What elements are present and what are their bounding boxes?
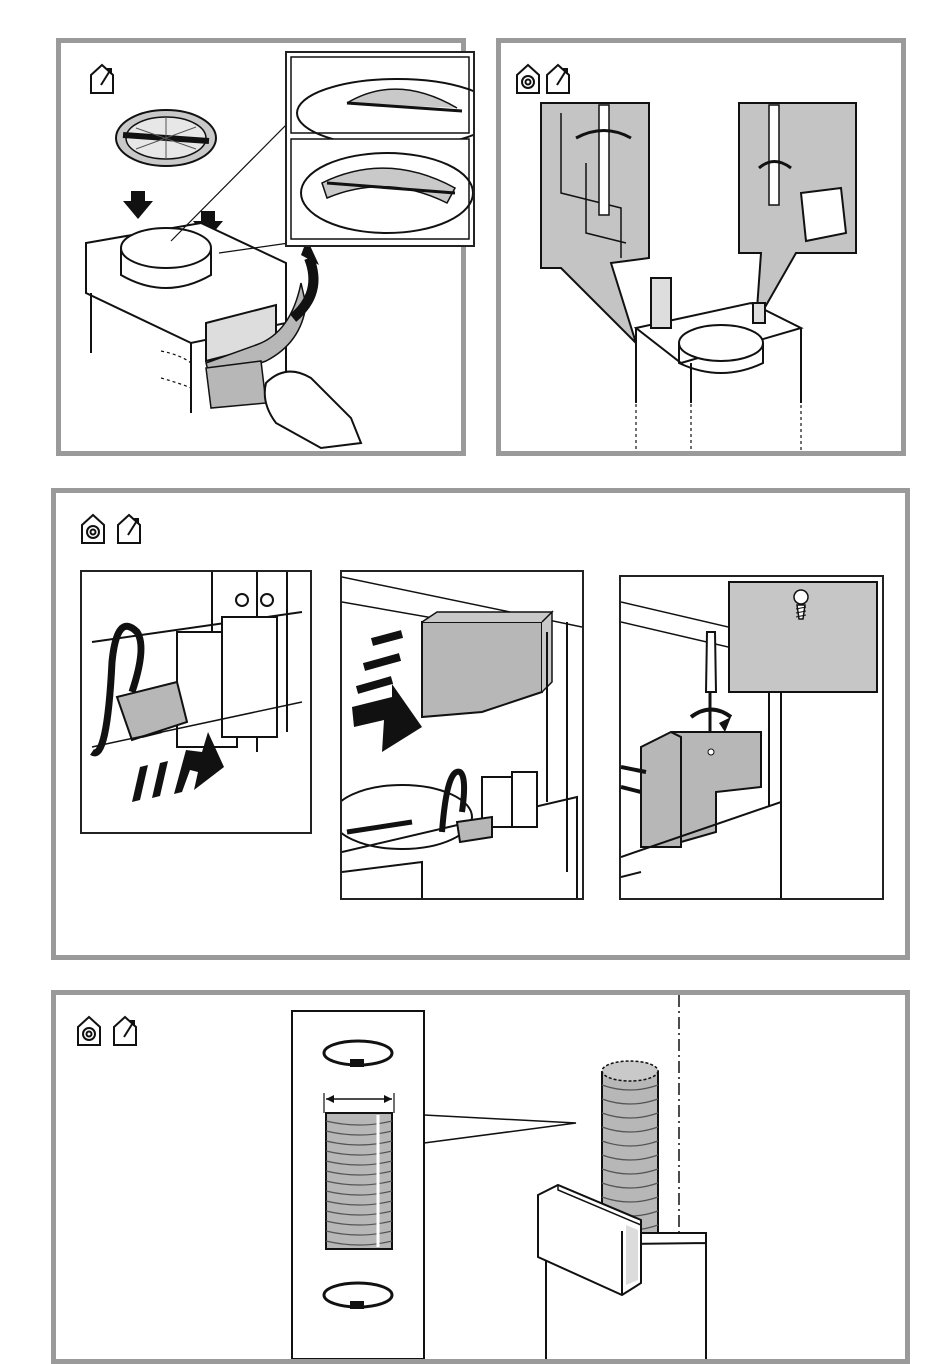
drawing-box-lower	[342, 572, 582, 898]
detail-right	[739, 103, 856, 323]
illustration-motor-screws	[501, 43, 901, 451]
panel-electrical-box	[51, 488, 910, 960]
house-recirculation-icon	[78, 1017, 100, 1045]
inset-duct-parts	[292, 1011, 424, 1359]
house-outlet-icon	[547, 65, 569, 93]
hood-body	[636, 278, 801, 403]
arrow-down-1	[123, 191, 153, 219]
inset-valve-detail	[285, 51, 475, 247]
panel3-icons	[56, 509, 905, 549]
tape-roll	[206, 361, 266, 408]
inset-valve-drawings	[287, 53, 473, 245]
detail-left	[541, 103, 649, 343]
house-outlet-icon	[91, 65, 113, 93]
panel-duct-flange	[56, 38, 466, 456]
house-recirculation-icon	[82, 515, 104, 543]
step-box-lower	[340, 570, 584, 900]
backflow-valve	[116, 110, 216, 166]
panel-motor-screws	[496, 38, 906, 456]
house-recirculation-icon	[517, 65, 539, 93]
hand	[265, 372, 361, 448]
duct-on-hood	[538, 995, 706, 1359]
house-outlet-icon	[114, 1017, 136, 1045]
drawing-box-screw	[621, 577, 882, 898]
illustration-flexible-duct	[56, 995, 905, 1359]
panel-flexible-duct	[51, 990, 910, 1364]
house-outlet-icon	[118, 515, 140, 543]
step-plug-connector	[80, 570, 312, 834]
step-box-screw	[619, 575, 884, 900]
curved-arrow	[293, 258, 313, 318]
drawing-plug	[82, 572, 310, 832]
